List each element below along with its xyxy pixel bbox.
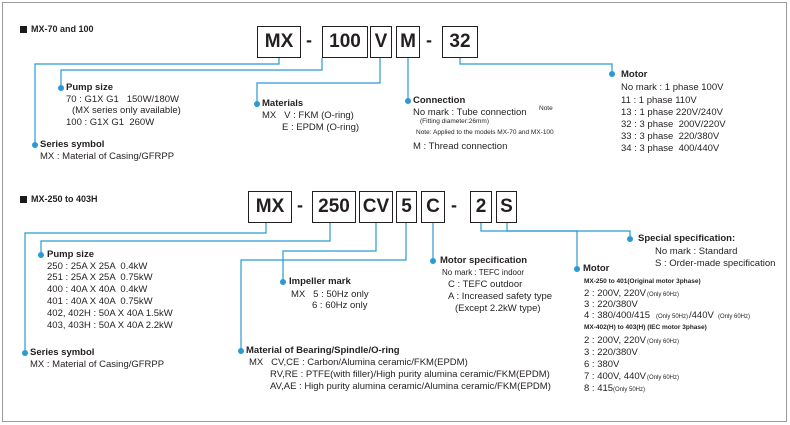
code-dash: - [451,195,457,215]
motor-line: No mark : 1 phase 100V [621,82,724,93]
bullet-dot [280,279,286,285]
impeller-line: 6 : 60Hz only [312,300,368,311]
code-box-special: S [496,191,517,223]
bullet-dot [430,258,436,264]
pump-line: 100 : G1X G1 260W [66,117,155,128]
motor-line: 7 : 400V, 440V [584,371,646,382]
materials-line: MX V : FKM (O-ring) [262,110,354,121]
connection-note: Note: Applied to the models MX-70 and MX… [416,129,554,136]
code-box-motor: 32 [442,26,478,58]
bullet-dot [405,98,411,104]
pump-line: 70 : G1X G1 150W/180W [66,94,179,105]
impeller-line: MX 5 : 50Hz only [291,289,369,300]
motor-line: 34 : 3 phase 400/440V [621,143,720,154]
pump-line: (MX series only available) [72,105,181,116]
motor-line: 2 : 200V, 220V [584,335,646,346]
connection-line: No mark : Tube connection [413,107,527,118]
bullet-dot [32,142,38,148]
pump-row: 402, 402H : 50A X 40A 1.5kW [47,308,173,319]
bullet-dot [22,350,28,356]
motor-line: 2 : 200V, 220V [584,288,646,299]
motor-freq-note: (Only 60Hz) [647,375,680,381]
motor-title: Motor [583,263,610,274]
motorspec-line: No mark : TEFC indoor [442,268,525,277]
pump-row: 400 : 40A X 40A 0.4kW [47,284,148,295]
bullet-dot [609,71,615,77]
connection-line: M : Thread connection [413,141,508,152]
motor-group-heading: MX-250 to 401(Original motor 3phase) [584,278,701,285]
bullet-dot [254,101,260,107]
code-box-bearing: 5 [396,191,417,223]
code-box-connection: M [396,26,420,58]
section-marker [20,26,27,33]
special-line: S : Order-made specification [655,258,776,269]
motor-line: /440V [689,310,714,321]
pump-title: Pump size [66,82,113,93]
code-box-motorspec: C [421,191,445,223]
connection-fitting: (Fitting diameter:26mm) [420,118,489,125]
code-box-impeller: CV [359,191,393,223]
motor-line: 32 : 3 phase 200V/220V [621,119,726,130]
motor-line: 3 : 220/380V [584,299,638,310]
bearing-line: MX CV,CE : Carbon/Alumina ceramic/FKM(EP… [249,357,468,368]
special-line: No mark : Standard [655,246,738,257]
motorspec-line: C : TEFC outdoor [448,279,523,290]
pump-row: 250 : 25A X 25A 0.4kW [47,261,148,272]
code-box-pump: 250 [312,191,356,223]
code-box-series: MX [248,191,292,223]
impeller-title: Impeller mark [289,276,351,287]
motor-line: 13 : 1 phase 220V/240V [621,107,723,118]
motor-title: Motor [621,69,648,80]
motorspec-line: A : Increased safety type [448,291,553,302]
series-text: MX : Material of Casing/GFRPP [30,359,165,370]
materials-line: E : EPDM (O-ring) [282,122,360,133]
section-heading: MX-250 to 403H [31,194,98,204]
bullet-dot [574,266,580,272]
motorspec-line: (Except 2.2kW type) [455,303,541,314]
code-box-motor: 2 [470,191,492,223]
motor-line: 6 : 380V [584,359,620,370]
code-box-pump: 100 [322,26,368,58]
section-marker [20,196,27,203]
pump-title: Pump size [47,249,94,260]
series-text: MX : Material of Casing/GFRPP [40,151,175,162]
code-box-series: MX [257,26,301,58]
pump-row: 403, 403H : 50A X 40A 2.2kW [47,320,173,331]
connection-title: Connection [413,95,466,106]
pump-row: 251 : 25A X 25A 0.75kW [47,272,153,283]
series-title: Series symbol [30,347,95,358]
connection-note-mark: Note [539,105,553,112]
code-dash: - [426,30,432,50]
bullet-dot [38,252,44,258]
code-dash: - [306,30,312,50]
motorspec-title: Motor specification [440,255,528,266]
bearing-title: Material of Bearing/Spindle/O-ring [246,345,400,356]
motor-line: 4 : 380/400/415 [584,310,651,321]
motor-freq-note: (Only 50Hz) [656,314,689,320]
bearing-line: RV,RE : PTFE(with filler)/High purity al… [270,369,550,380]
code-dash: - [297,195,303,215]
motor-line: 8 : 415 [584,383,614,394]
motor-freq-note: (Only 60Hz) [647,339,680,345]
bullet-dot [58,85,64,91]
bullet-dot [627,236,633,242]
bullet-dot [238,348,244,354]
bearing-line: AV,AE : High purity alumina ceramic/Alum… [270,381,551,392]
motor-freq-note: (Only 60Hz) [718,314,751,320]
section-heading: MX-70 and 100 [31,24,94,34]
motor-line: 3 : 220/380V [584,347,638,358]
special-title: Special specification: [638,233,736,244]
motor-freq-note: (Only 60Hz) [647,292,680,298]
motor-line: 33 : 3 phase 220/380V [621,131,720,142]
pump-row: 401 : 40A X 40A 0.75kW [47,296,153,307]
motor-freq-note: (Only 50Hz) [613,387,646,393]
motor-line: 11 : 1 phase 110V [621,95,697,106]
motor-group-heading: MX-402(H) to 403(H) (IEC motor 3phase) [584,324,707,331]
code-box-material: V [370,26,392,58]
series-title: Series symbol [40,139,105,150]
materials-title: Materials [262,98,304,109]
